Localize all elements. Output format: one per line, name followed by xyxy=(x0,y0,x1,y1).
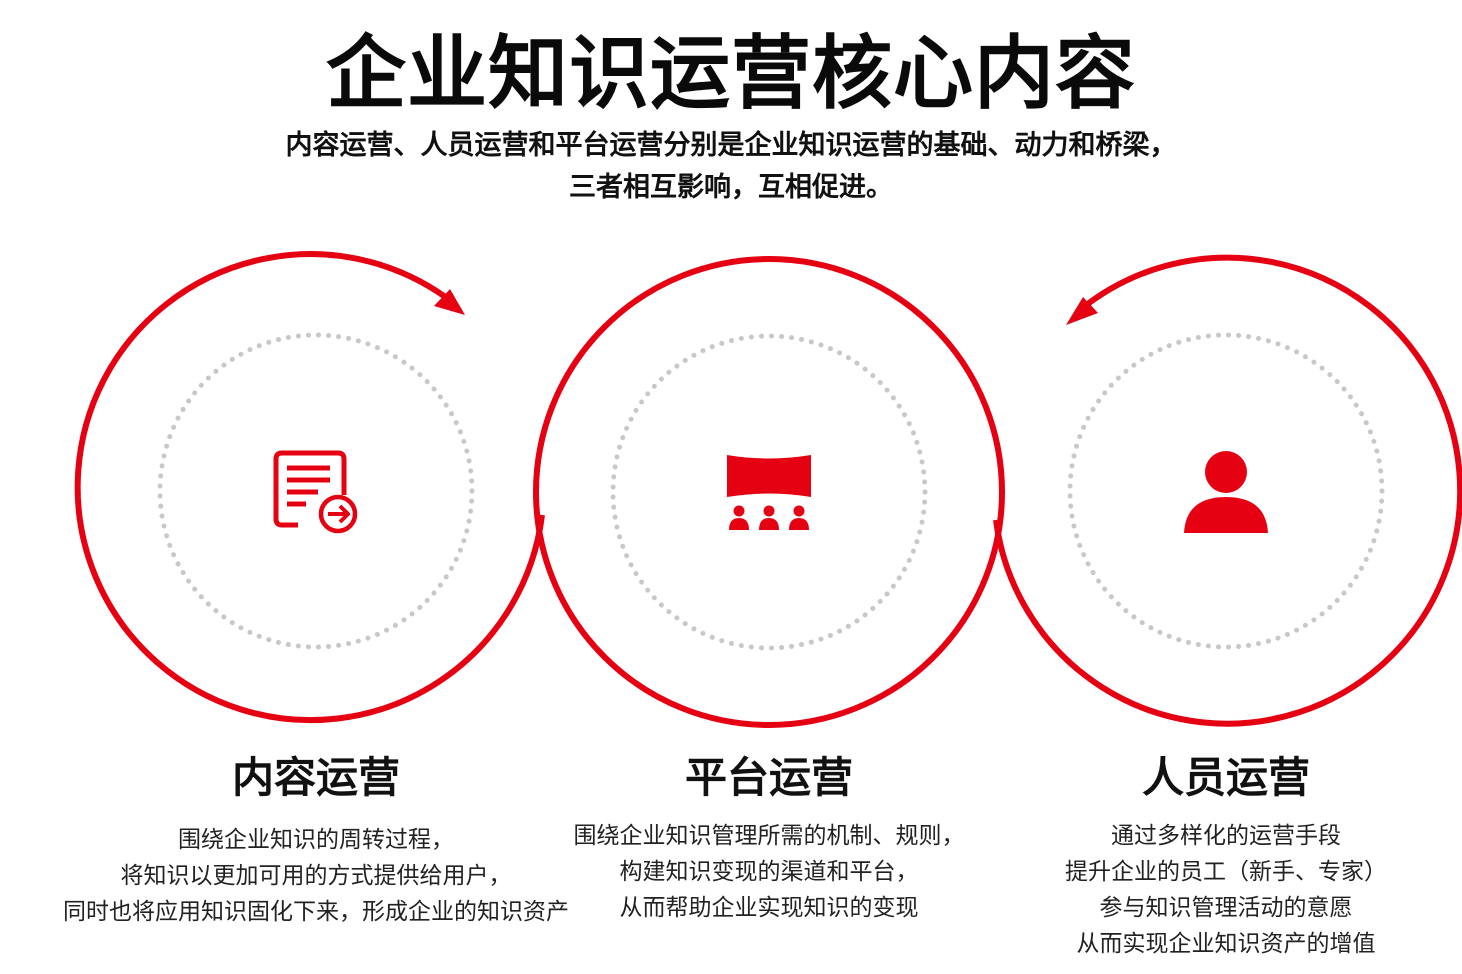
subtitle-line-1: 内容运营、人员运营和平台运营分别是企业知识运营的基础、动力和桥梁， xyxy=(285,130,1177,161)
content-ops-desc-line: 将知识以更加可用的方式提供给用户， xyxy=(120,863,512,889)
people-ops-desc-line: 通过多样化的运营手段 xyxy=(1111,823,1341,849)
people-ops-title: 人员运营 xyxy=(1141,753,1310,802)
page-title: 企业知识运营核心内容 xyxy=(326,27,1136,120)
platform-ops-title: 平台运营 xyxy=(684,753,853,802)
presentation-audience-icon xyxy=(727,455,811,530)
people-ops-description: 通过多样化的运营手段 提升企业的员工（新手、专家） 参与知识管理活动的意愿 从而… xyxy=(1026,818,1426,962)
content-ops-desc-line: 围绕企业知识的周转过程， xyxy=(178,827,454,853)
content-ops-description: 围绕企业知识的周转过程， 将知识以更加可用的方式提供给用户， 同时也将应用知识固… xyxy=(10,822,622,930)
subtitle-line-2: 三者相互影响，互相促进。 xyxy=(569,172,893,203)
content-ops-desc-line: 同时也将应用知识固化下来，形成企业的知识资产 xyxy=(63,899,569,925)
people-ops-desc-line: 从而实现企业知识资产的增值 xyxy=(1076,931,1376,957)
content-ops-title: 内容运营 xyxy=(231,753,400,802)
platform-ops-desc-line: 构建知识变现的渠道和平台， xyxy=(619,859,919,885)
platform-ops-description: 围绕企业知识管理所需的机制、规则， 构建知识变现的渠道和平台， 从而帮助企业实现… xyxy=(549,818,989,926)
platform-dotted-ring xyxy=(610,333,928,651)
content-dotted-ring xyxy=(157,332,475,650)
platform-ops-desc-line: 从而帮助企业实现知识的变现 xyxy=(619,895,919,921)
people-ops-desc-line: 参与知识管理活动的意愿 xyxy=(1099,895,1353,921)
people-ops-desc-line: 提升企业的员工（新手、专家） xyxy=(1065,859,1387,885)
platform-ring xyxy=(533,256,1005,728)
document-arrow-icon xyxy=(273,450,358,534)
user-icon xyxy=(1184,451,1268,533)
platform-ops-desc-line: 围绕企业知识管理所需的机制、规则， xyxy=(573,823,965,849)
content-ring-arrowhead xyxy=(434,289,465,315)
people-dotted-ring xyxy=(1067,332,1385,650)
people-ring xyxy=(993,254,1462,727)
people-ring-arrowhead xyxy=(1066,297,1098,325)
content-ring xyxy=(74,251,545,724)
